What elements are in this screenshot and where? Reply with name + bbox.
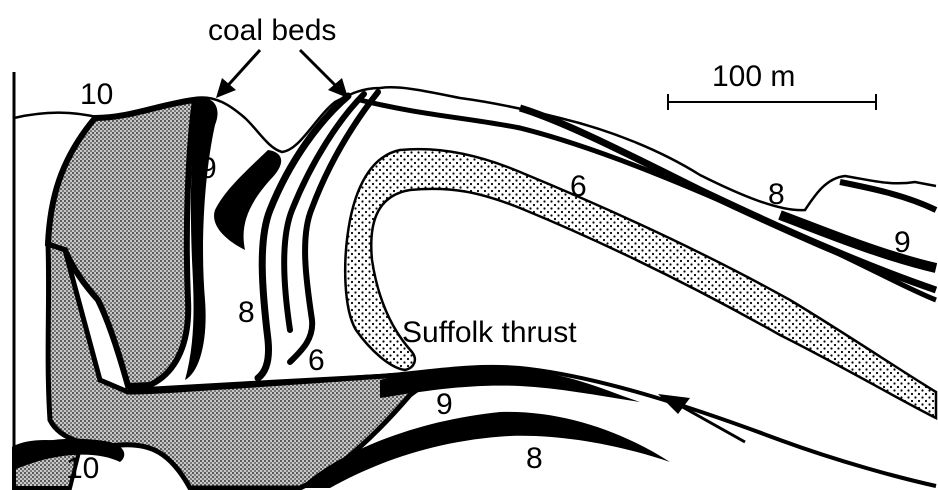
coal-beds-arrows <box>216 50 348 98</box>
coal-beds-label: coal beds <box>208 14 336 47</box>
unit-label-10-bottom: 10 <box>66 452 99 485</box>
unit-label-8-right: 8 <box>768 178 785 211</box>
unit-label-10-top: 10 <box>80 78 113 111</box>
suffolk-thrust-label: Suffolk thrust <box>402 316 577 349</box>
unit-label-9-right: 9 <box>894 226 911 259</box>
bed-upper-right-4 <box>840 182 936 210</box>
thrust-motion-arrow <box>658 394 745 442</box>
unit-label-9-left: 9 <box>200 152 217 185</box>
unit-label-9-lower: 9 <box>436 388 453 421</box>
bed-below-thrust-9 <box>380 368 640 402</box>
bed-upper-right-1 <box>360 100 936 300</box>
unit-label-6-limb: 6 <box>570 170 587 203</box>
scale-bar-label: 100 m <box>712 60 795 93</box>
unit-label-6-fold: 6 <box>308 344 325 377</box>
unit-label-8-left: 8 <box>238 296 255 329</box>
unit-label-8-lower: 8 <box>526 442 543 475</box>
scale-bar <box>668 94 876 110</box>
